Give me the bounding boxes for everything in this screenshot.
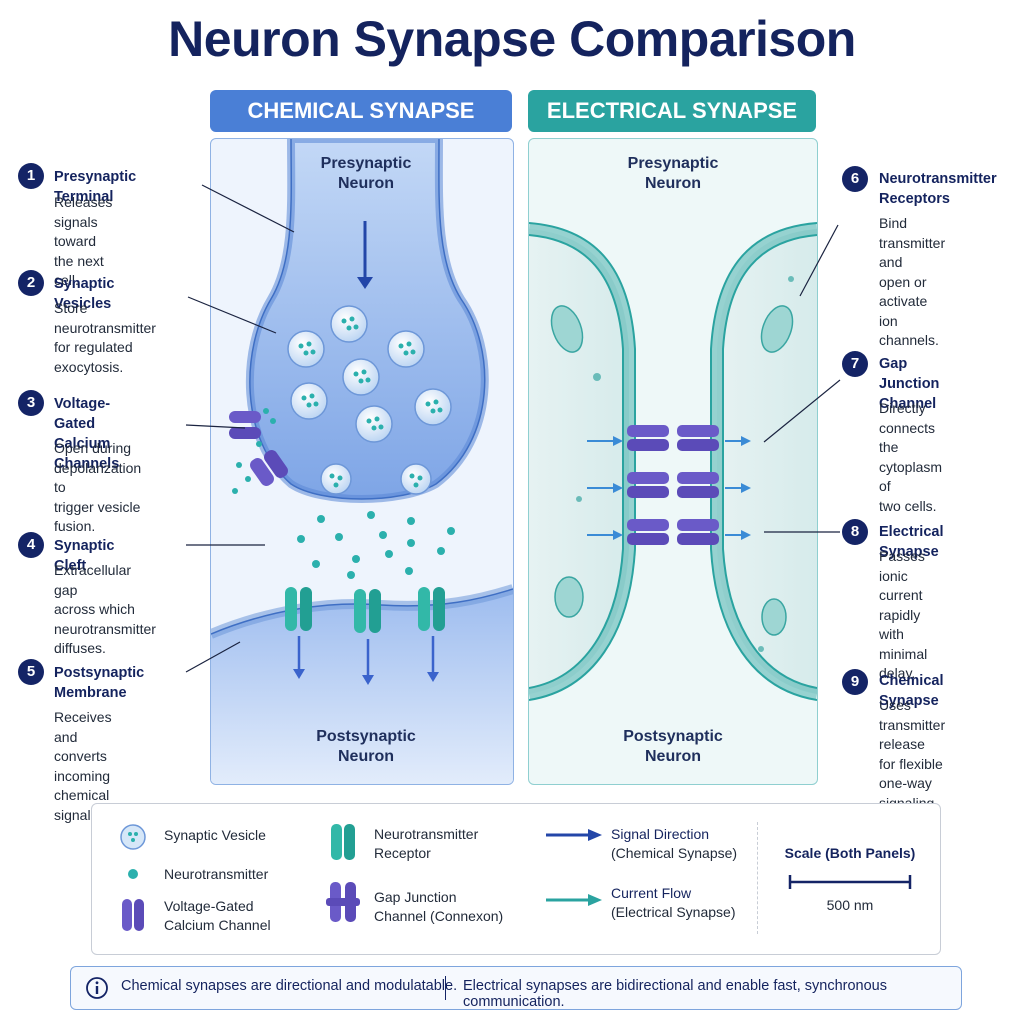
calcium-channel-icon	[122, 899, 144, 931]
receptor-icon	[331, 824, 355, 860]
legend-divider	[757, 822, 758, 934]
electrical-synapse-illustration	[529, 222, 817, 701]
scale-title: Scale (Both Panels)	[784, 845, 916, 861]
footer-divider	[445, 976, 446, 1000]
scale-value: 500 nm	[826, 897, 874, 913]
gap-junction-channels	[627, 425, 719, 545]
electrical-synapse-header: ELECTRICAL SYNAPSE	[528, 90, 816, 132]
footer-electrical-note: Electrical synapses are bidirectional an…	[463, 978, 887, 1010]
current-flow-arrow-icon	[546, 894, 602, 906]
postsynaptic-membrane	[211, 589, 513, 784]
gap-junction-icon	[326, 882, 360, 922]
footer-chemical-note: Chemical synapses are directional and mo…	[121, 978, 458, 994]
calcium-channels	[229, 408, 288, 494]
presynaptic-cell-membrane	[529, 229, 629, 694]
footer-note: Chemical synapses are directional and mo…	[70, 966, 962, 1010]
info-icon	[86, 977, 108, 999]
legend-current-label: Current Flow(Electrical Synapse)	[611, 885, 736, 920]
synaptic-vesicles	[287, 305, 452, 495]
legend-neurotransmitter-label: Neurotransmitter	[164, 866, 269, 882]
scale-bar	[788, 875, 912, 889]
signal-direction-arrow-icon	[546, 829, 602, 841]
chemical-synapse-header: CHEMICAL SYNAPSE	[210, 90, 512, 132]
vesicle-icon	[120, 824, 146, 850]
legend-signal-label: Signal Direction(Chemical Synapse)	[611, 826, 738, 861]
postsynaptic-receptors	[285, 587, 445, 633]
legend-vesicle-label: Synaptic Vesicle	[164, 827, 266, 843]
legend: Synaptic Vesicle Neurotransmitter Voltag…	[91, 803, 941, 955]
page-title: Neuron Synapse Comparison	[168, 11, 856, 67]
cleft-neurotransmitters	[297, 511, 455, 579]
postsynaptic-cell-membrane	[717, 229, 817, 694]
chemical-synapse-illustration	[211, 139, 513, 784]
neurotransmitter-icon	[128, 869, 138, 879]
